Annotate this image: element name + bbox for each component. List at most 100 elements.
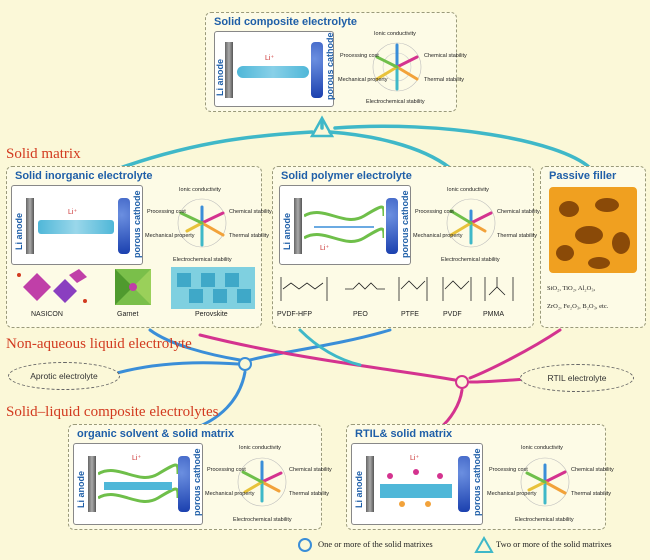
radar-label-thermal: Thermal stability [424,77,465,83]
legend-triangle-text: Two or more of the solid matrixes [496,539,612,549]
radar-label-mechanical: Mechanical property [487,491,537,497]
li-ion-label: Li⁺ [132,455,142,462]
battery-cell: Li anode Li⁺ porous cathode [351,443,483,525]
structure-label-perovskite: Perovskite [195,311,228,318]
section-solid-matrix: Solid matrix [6,146,81,162]
legend-circle-text: One or more of the solid matrixes [318,539,433,549]
radar-label-mechanical: Mechanical property [413,233,463,239]
panel-title: Solid polymer electrolyte [281,170,412,182]
radar-label-processing: Processing cost [415,209,454,215]
battery-cell: Li anode Li⁺ porous cathode [73,443,203,525]
radar-label-ionic: Ionic conductivity [374,31,416,37]
radar-label-electrochemical: Electrochemical stability [441,257,500,263]
property-radar: Ionic conductivity Chemical stability Th… [413,181,540,265]
radar-label-chemical: Chemical stability [497,209,540,215]
porous-filler-image [549,187,637,273]
property-radar: Ionic conductivity Chemical stability Th… [145,181,272,265]
porous-cathode-block [178,456,190,512]
inorganic-panel: Solid inorganic electrolyte Li anode Li⁺… [6,166,272,328]
panel-title: Solid inorganic electrolyte [15,170,153,182]
rtil-electrolyte-bubble: RTIL electrolyte [520,364,634,392]
battery-cell: Li anode Li⁺ porous cathode [279,185,411,265]
filler-formulas-row2: ZrO₂, Fe₂O₃, B₂O₃, etc. [547,303,609,310]
rtil-solid-panel: RTIL& solid matrix Li anode Li⁺ porous c… [346,424,614,530]
solid-composite-panel: Solid composite electrolyte Li anode Li⁺… [205,12,467,112]
polymer-label-pmma: PMMA [483,311,504,318]
polymer-label-pvdf-hfp: PVDF-HFP [277,311,312,318]
composite-chains [98,463,178,503]
aprotic-electrolyte-bubble: Aprotic electrolyte [8,362,120,390]
radar-label-mechanical: Mechanical property [145,233,195,239]
radar-label-ionic: Ionic conductivity [239,445,281,451]
property-radar: Ionic conductivity Chemical stability Th… [487,439,614,525]
cathode-label: porous cathode [325,32,335,100]
radar-label-ionic: Ionic conductivity [447,187,489,193]
radar-label-processing: Processing cost [147,209,186,215]
radar-label-electrochemical: Electrochemical stability [233,517,292,523]
radar-label-ionic: Ionic conductivity [179,187,221,193]
li-ion-label: Li⁺ [410,455,420,462]
property-radar: Ionic conductivity Chemical stability Th… [338,27,467,107]
section-solid-liquid: Solid–liquid composite electrolytes [6,404,219,420]
polymer-chains [304,205,384,243]
polymer-label-pvdf: PVDF [443,311,462,318]
garnet-structure-image [115,269,151,305]
porous-cathode-block [458,456,470,512]
radar-label-chemical: Chemical stability [571,467,614,473]
anode-label: Li anode [14,212,24,250]
radar-label-processing: Processing cost [340,53,379,59]
li-anode-plate [294,198,302,254]
electrolyte-layer [237,66,309,78]
section-non-aqueous: Non-aqueous liquid electrolyte [6,336,192,352]
porous-cathode-block [311,42,323,98]
electrolyte-layer [38,220,114,234]
radar-label-chemical: Chemical stability [424,53,467,59]
organic-solvent-panel: organic solvent & solid matrix Li anode … [68,424,332,530]
triangle-legend-icon [474,536,494,553]
porous-cathode-block [386,198,398,254]
anode-label: Li anode [354,470,364,508]
li-ion-label: Li⁺ [320,245,330,252]
radar-label-electrochemical: Electrochemical stability [515,517,574,523]
polymer-label-ptfe: PTFE [401,311,419,318]
li-ion-label: Li⁺ [68,209,78,216]
radar-label-chemical: Chemical stability [289,467,332,473]
radar-label-thermal: Thermal stability [229,233,270,239]
li-anode-plate [88,456,96,512]
cathode-label: porous cathode [192,448,202,516]
property-radar: Ionic conductivity Chemical stability Th… [205,439,332,525]
radar-label-electrochemical: Electrochemical stability [366,99,425,105]
triangle-junction-top [309,115,335,138]
radar-label-thermal: Thermal stability [497,233,538,239]
polymer-panel: Solid polymer electrolyte Li anode Li⁺ p… [272,166,540,328]
cathode-label: porous cathode [400,190,410,258]
radar-label-thermal: Thermal stability [571,491,612,497]
panel-title: organic solvent & solid matrix [77,428,235,440]
perovskite-structure-image [171,267,255,309]
circle-junction-right [455,375,469,389]
radar-label-thermal: Thermal stability [289,491,330,497]
radar-label-processing: Processing cost [207,467,246,473]
radar-label-electrochemical: Electrochemical stability [173,257,232,263]
panel-title: Solid composite electrolyte [214,16,358,28]
radar-label-mechanical: Mechanical property [205,491,255,497]
radar-label-ionic: Ionic conductivity [521,445,563,451]
li-anode-plate [366,456,374,512]
radar-label-processing: Processing cost [489,467,528,473]
radar-label-mechanical: Mechanical property [338,77,388,83]
anode-label: Li anode [215,58,225,96]
cathode-label: porous cathode [132,190,142,258]
structure-label-nasicon: NASICON [31,311,63,318]
circle-junction-left [238,357,252,371]
battery-cell: Li anode Li⁺ porous cathode [11,185,143,265]
li-anode-plate [26,198,34,254]
cathode-label: porous cathode [472,448,482,516]
panel-title: RTIL& solid matrix [355,428,453,440]
polymer-label-peo: PEO [353,311,368,318]
passive-filler-panel: Passive filler SiO₂, TiO₂, Al₂O₃, ZrO₂, … [540,166,646,328]
li-anode-plate [225,42,233,98]
filler-formulas-row1: SiO₂, TiO₂, Al₂O₃, [547,285,596,292]
radar-label-chemical: Chemical stability [229,209,272,215]
anode-label: Li anode [282,212,292,250]
